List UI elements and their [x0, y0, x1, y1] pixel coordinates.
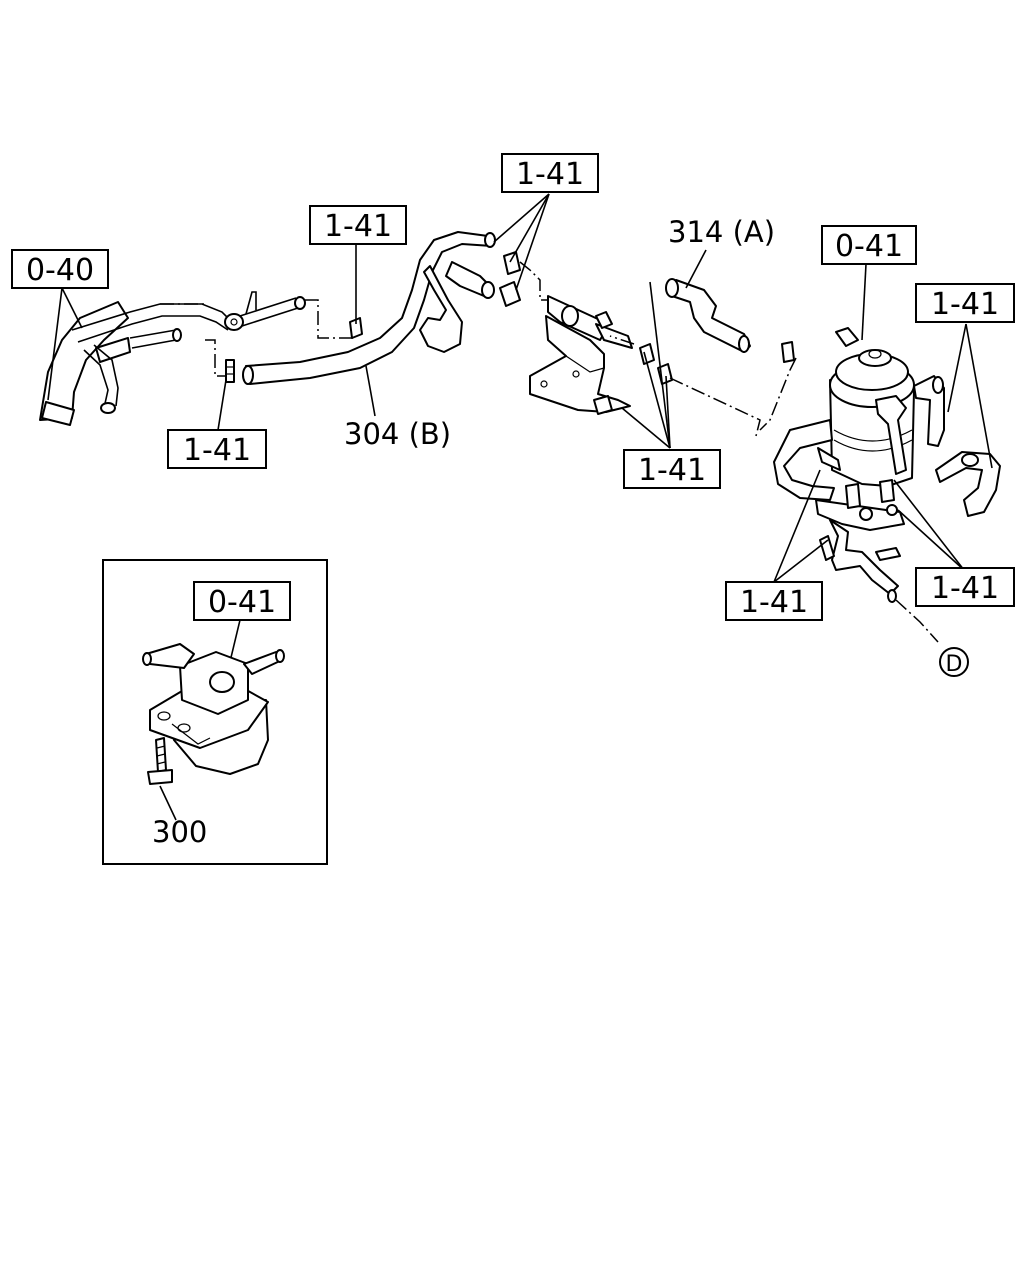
hose-clamps-mid: [609, 335, 797, 437]
leader-lines: [47, 193, 993, 583]
inset-fuel-filter: [142, 643, 285, 775]
fuel-hose-304: [242, 231, 496, 385]
callout-1-41-bottom-left: 1-41: [725, 581, 823, 621]
callout-1-41-middle: 1-41: [623, 449, 721, 489]
callout-1-41-right-label: 1-41: [931, 287, 999, 322]
callout-1-41-bottom-right-label: 1-41: [931, 571, 999, 606]
part-label-304: 304 (B): [344, 417, 451, 451]
callout-1-41-bottom-right: 1-41: [915, 567, 1015, 607]
fuel-hose-314: [665, 278, 795, 363]
callout-0-41-top: 0-41: [821, 225, 917, 265]
inset-panel: 0-41 300: [102, 559, 328, 865]
callout-1-41-lower-left: 1-41: [167, 429, 267, 469]
part-label-300: 300: [152, 815, 207, 849]
reference-marker-d-label: D: [946, 652, 963, 677]
hose-clamp-left: [225, 359, 235, 383]
fuel-filter-assembly: [773, 327, 1001, 643]
callout-0-40: 0-40: [11, 249, 109, 289]
callout-0-41-top-label: 0-41: [835, 229, 903, 264]
callout-1-41-middle-label: 1-41: [638, 453, 706, 488]
callout-0-41-inset-label: 0-41: [208, 585, 276, 620]
reference-marker-d: D: [939, 647, 969, 677]
fuel-pipe-bracket: [39, 291, 355, 426]
callout-0-40-label: 0-40: [26, 253, 94, 288]
callout-1-41-upper-left: 1-41: [309, 205, 407, 245]
callout-1-41-lower-left-label: 1-41: [183, 433, 251, 468]
callout-1-41-right: 1-41: [915, 283, 1015, 323]
callout-0-41-inset: 0-41: [193, 581, 291, 621]
callout-1-41-bottom-left-label: 1-41: [740, 585, 808, 620]
part-label-314: 314 (A): [668, 215, 775, 249]
mounting-bracket-center: [499, 251, 633, 415]
callout-1-41-top-label: 1-41: [516, 157, 584, 192]
callout-1-41-upper-left-label: 1-41: [324, 209, 392, 244]
callout-1-41-top: 1-41: [501, 153, 599, 193]
inset-bolt-300: [147, 737, 173, 785]
